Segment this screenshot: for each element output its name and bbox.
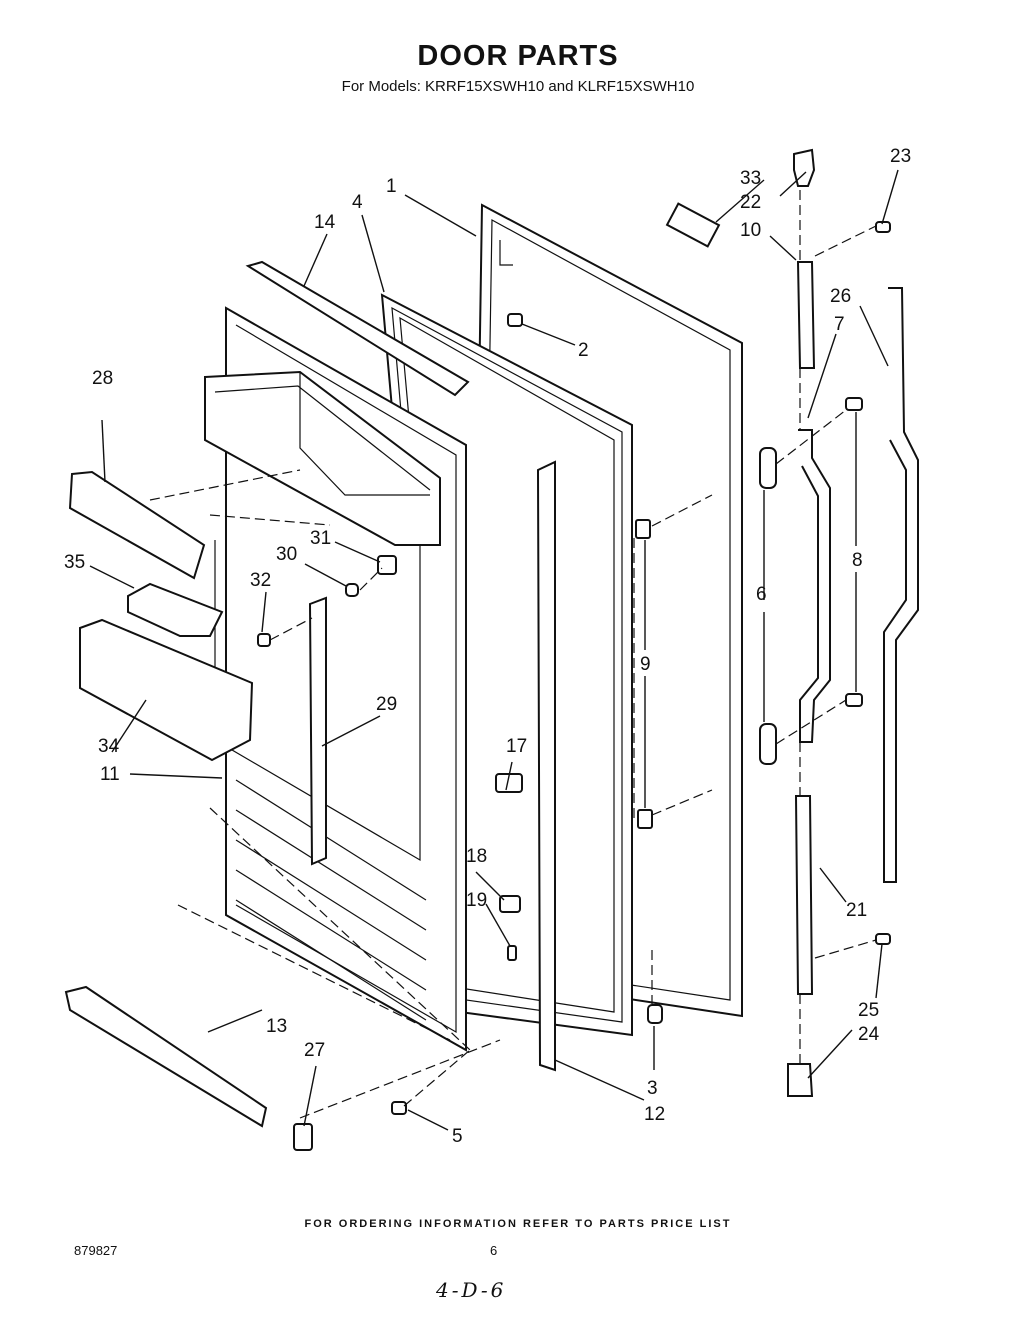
callout-4: 4: [352, 192, 363, 213]
callout-31: 31: [310, 528, 331, 549]
callout-32: 32: [250, 570, 271, 591]
callout-27: 27: [304, 1040, 325, 1061]
callout-26: 26: [830, 286, 851, 307]
callout-21: 21: [846, 900, 867, 921]
callout-33: 33: [740, 168, 761, 189]
ordering-note: FOR ORDERING INFORMATION REFER TO PARTS …: [304, 1218, 732, 1230]
page-number: 6: [490, 1243, 498, 1258]
model-subtitle: For Models: KRRF15XSWH10 and KLRF15XSWH1…: [341, 78, 695, 95]
alignment-lines: [149, 190, 877, 1119]
exploded-parts-diagram: 1 2 3 4 5 6 7 8 9 10 11 12 13 14 17 18 1…: [64, 146, 919, 1151]
shelf-front: [68, 470, 206, 580]
leader-lines: [89, 169, 899, 1131]
callout-11: 11: [100, 764, 120, 785]
callout-35: 35: [64, 552, 85, 573]
callout-29: 29: [376, 694, 397, 715]
callout-13: 13: [266, 1016, 287, 1037]
callout-23: 23: [890, 146, 911, 167]
small-hardware: [257, 202, 721, 1151]
callout-19: 19: [466, 890, 487, 911]
page-title: DOOR PARTS: [417, 40, 619, 72]
callout-1: 1: [386, 176, 397, 197]
door-bin: [79, 618, 254, 762]
callout-7: 7: [834, 314, 845, 335]
callout-8: 8: [852, 550, 863, 571]
handle-assembly: [759, 148, 919, 1097]
callout-5: 5: [452, 1126, 463, 1147]
callout-2: 2: [578, 340, 589, 361]
handwritten-note: 4-D-6: [436, 1278, 507, 1302]
callout-3: 3: [647, 1078, 658, 1099]
callout-34: 34: [98, 736, 120, 757]
callout-6: 6: [756, 584, 767, 605]
callout-22: 22: [740, 192, 761, 213]
breaker-strip: [536, 460, 556, 1072]
callout-17: 17: [506, 736, 527, 757]
callout-14: 14: [314, 212, 336, 233]
callout-labels: 1 2 3 4 5 6 7 8 9 10 11 12 13 14 17 18 1…: [64, 146, 911, 1147]
callout-25: 25: [858, 1000, 879, 1021]
bottom-trim: [64, 985, 268, 1128]
callout-12: 12: [644, 1104, 665, 1125]
callout-30: 30: [276, 544, 297, 565]
callout-9: 9: [640, 654, 651, 675]
callout-24: 24: [858, 1024, 880, 1045]
document-number: 879827: [74, 1243, 118, 1258]
callout-18: 18: [466, 846, 487, 867]
callout-10: 10: [740, 220, 761, 241]
bracket-rail: [308, 596, 327, 866]
bin-insert: [127, 582, 224, 637]
callout-28: 28: [92, 368, 113, 389]
liner-top-strip: [245, 260, 470, 397]
